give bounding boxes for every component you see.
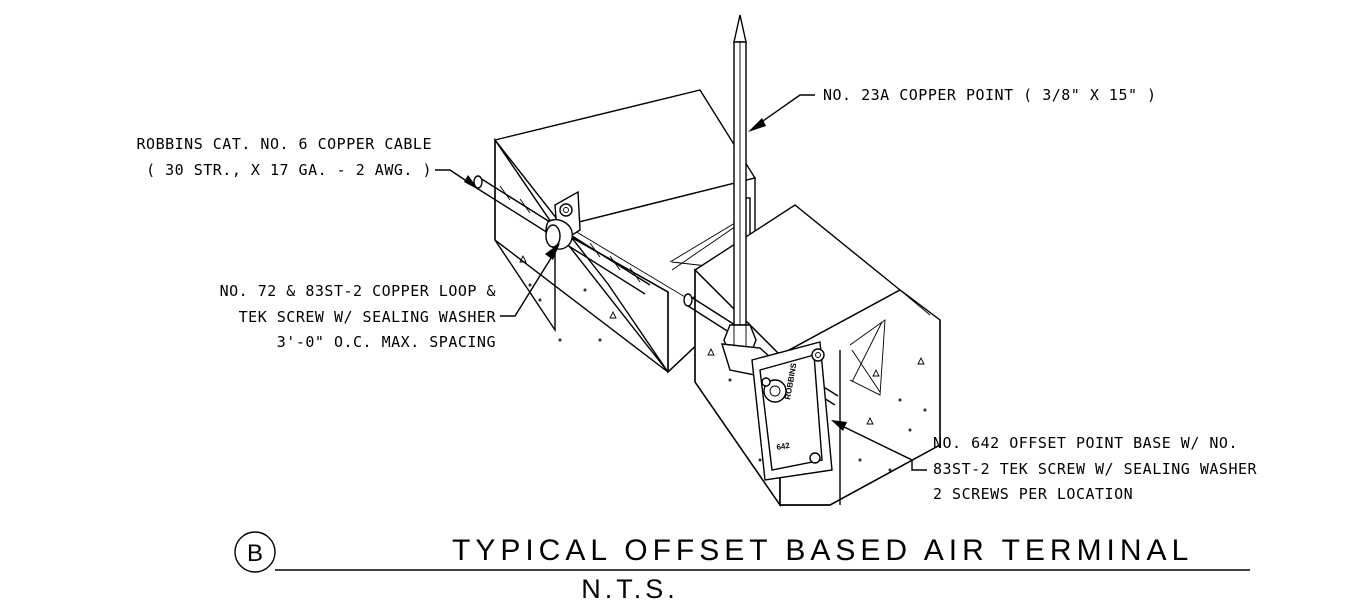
callout-loop-line2: TEK SCREW W/ SEALING WASHER [239,308,497,326]
callout-copper-point: NO. 23A COPPER POINT ( 3/8" X 15" ) [823,86,1157,104]
base-model-stamp: 642 [776,441,791,452]
detail-scale: N.T.S. [581,574,679,604]
leader-copper-cable [435,169,479,190]
leader-copper-loop [500,243,560,317]
leader-copper-point [748,94,815,132]
callout-base-line2: 83ST-2 TEK SCREW W/ SEALING WASHER [933,460,1258,478]
leader-offset-base [831,420,927,471]
callout-cable-line1: ROBBINS CAT. NO. 6 COPPER CABLE [137,135,432,153]
callout-cable-line2: ( 30 STR., X 17 GA. - 2 AWG. ) [146,161,432,179]
callout-loop-line1: NO. 72 & 83ST-2 COPPER LOOP & [220,282,496,300]
callout-base-line1: NO. 642 OFFSET POINT BASE W/ NO. [933,434,1238,452]
detail-title: TYPICAL OFFSET BASED AIR TERMINAL [452,534,1193,567]
detail-tag-letter: B [247,540,263,567]
callout-loop-line3: 3'-0" O.C. MAX. SPACING [277,333,496,351]
offset-point-base: ROBBINS 642 [721,341,833,481]
copper-loop-clip [545,190,581,250]
callout-base-line3: 2 SCREWS PER LOCATION [933,485,1133,503]
detail-tag-bubble: B [234,531,276,573]
